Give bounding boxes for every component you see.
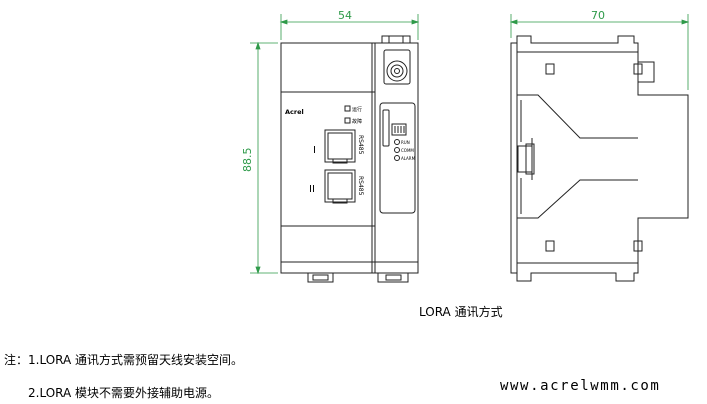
indicator-fault-square bbox=[344, 117, 351, 124]
front-body-outline bbox=[280, 42, 419, 274]
website-url: www.acrelwmm.com bbox=[500, 378, 661, 394]
led-comm-label: COMM bbox=[401, 148, 414, 153]
note-line-1: 注：1.LORA 通讯方式需预留天线安装空间。 bbox=[4, 353, 244, 367]
dim-height-label: 88.5 bbox=[241, 148, 254, 173]
rj45-port-2-icon bbox=[324, 169, 356, 204]
port1-roman-label: I bbox=[313, 145, 316, 156]
note-line-2: 2.LORA 模块不需要外接辅助电源。 bbox=[28, 386, 220, 400]
dim-side-width bbox=[509, 14, 690, 90]
dim-side-width-label: 70 bbox=[591, 9, 605, 22]
antenna-connector-icon bbox=[386, 60, 408, 82]
rj45-port-1-icon bbox=[324, 129, 356, 164]
port2-roman-label: II bbox=[309, 184, 315, 195]
port2-rs485-label: RS485 bbox=[357, 176, 364, 196]
dim-height bbox=[250, 41, 278, 275]
led-comm-icon bbox=[394, 147, 400, 153]
front-view bbox=[280, 35, 419, 283]
side-view bbox=[510, 35, 689, 282]
indicator-fault-label: 故障 bbox=[352, 118, 362, 125]
port1-rs485-label: RS485 bbox=[357, 135, 364, 155]
indicator-run-label: 运行 bbox=[352, 106, 362, 113]
dim-front-width-label: 54 bbox=[338, 9, 352, 22]
indicator-run-square bbox=[344, 105, 351, 112]
dim-front-width bbox=[279, 14, 420, 40]
led-alarm-icon bbox=[394, 155, 400, 161]
dip-switch-icon bbox=[391, 123, 407, 136]
diagram-caption: LORA 通讯方式 bbox=[419, 305, 503, 319]
led-run-icon bbox=[394, 139, 400, 145]
brand-logo: Acrel bbox=[285, 108, 304, 116]
led-alarm-label: ALARM bbox=[401, 156, 416, 161]
side-body-profile bbox=[510, 35, 689, 282]
led-run-label: RUN bbox=[401, 140, 410, 145]
